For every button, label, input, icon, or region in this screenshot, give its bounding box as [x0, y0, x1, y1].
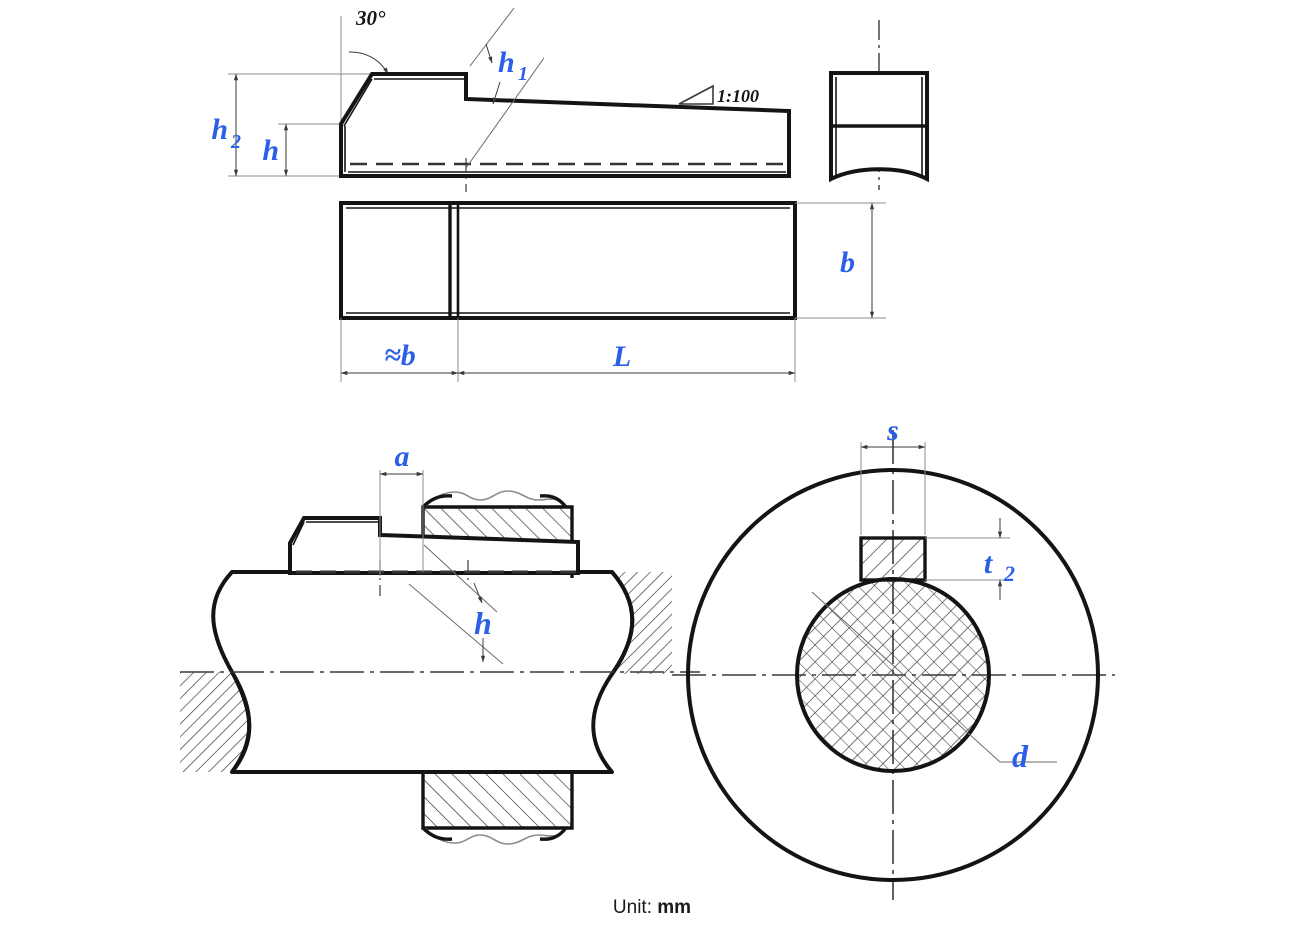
view-plan: b ≈b L: [339, 201, 886, 382]
view-cross-section: s t 2 d: [672, 414, 1115, 900]
hub-top-right-corner: [539, 494, 568, 509]
dimension-h-assembly: h: [408, 544, 504, 665]
hub-lower-outline: [421, 770, 574, 830]
hub-bottom-right-corner: [539, 826, 568, 841]
shaft-break-hatch-left: [180, 672, 250, 772]
dimension-s: s: [860, 414, 926, 535]
dimension-h-label: h: [262, 134, 279, 167]
shaft-section-hatch-cross: [797, 579, 989, 771]
plan-outline: [339, 201, 797, 320]
dimension-b-label: b: [840, 246, 855, 279]
dimension-L-label: L: [612, 340, 631, 373]
hub-top-left-corner: [421, 494, 453, 509]
break-line-left: [230, 670, 252, 774]
unit-caption: Unit: mm: [0, 897, 1304, 919]
dimension-t2: t 2: [925, 518, 1015, 600]
dimension-d: d: [811, 591, 1057, 774]
angle-label: 30°: [355, 6, 386, 30]
unit-caption-prefix: Unit:: [612, 897, 652, 918]
view-end-of-head: [829, 20, 929, 190]
hub-bottom-left-corner: [421, 826, 453, 841]
taper-triangle-icon: [678, 84, 714, 105]
head-bevel-line: [343, 78, 373, 127]
key-body-outline: [339, 72, 791, 178]
dimension-approx-b: ≈b: [340, 339, 459, 376]
hub-top-break-wave: [424, 490, 567, 508]
dimension-h1: h 1: [465, 7, 545, 169]
dimension-b: b: [795, 202, 886, 319]
dimension-L: L: [457, 340, 796, 376]
taper-ratio-label: 1:100: [717, 86, 759, 106]
unit-caption-value: mm: [657, 897, 692, 918]
dimension-s-label: s: [886, 414, 899, 447]
dimension-h-assembly-label: h: [474, 605, 492, 641]
dimension-t2-base: t: [984, 547, 994, 580]
angle-dimension-arc: [348, 51, 389, 75]
dimension-d-label: d: [1012, 738, 1029, 774]
dimension-approx-b-label: ≈b: [384, 339, 415, 372]
assembly-key-bevel: [292, 521, 305, 546]
dimension-h2-base: h: [211, 113, 228, 146]
view-assembly-section: a h: [180, 440, 700, 845]
hub-lower-hatch: [423, 772, 572, 828]
dimension-h1-sub: 1: [518, 63, 528, 85]
dimension-t2-sub: 2: [1003, 561, 1015, 586]
dimension-a: a: [379, 440, 424, 576]
view-side-elevation: 30° h 2 h: [211, 6, 791, 192]
dimension-h-side: h: [262, 123, 289, 177]
hub-bottom-break-wave: [424, 827, 567, 845]
keyway-hatch: [861, 538, 925, 580]
dimension-a-label: a: [395, 440, 410, 473]
taper-symbol: 1:100: [678, 84, 759, 106]
break-line-right: [610, 570, 635, 676]
keyway-outline: [859, 536, 927, 582]
dimension-h1-base: h: [498, 46, 515, 79]
dimension-h2: h 2: [211, 73, 241, 177]
dimension-h2-sub: 2: [230, 131, 241, 153]
hub-outer-circle: [686, 468, 1100, 882]
